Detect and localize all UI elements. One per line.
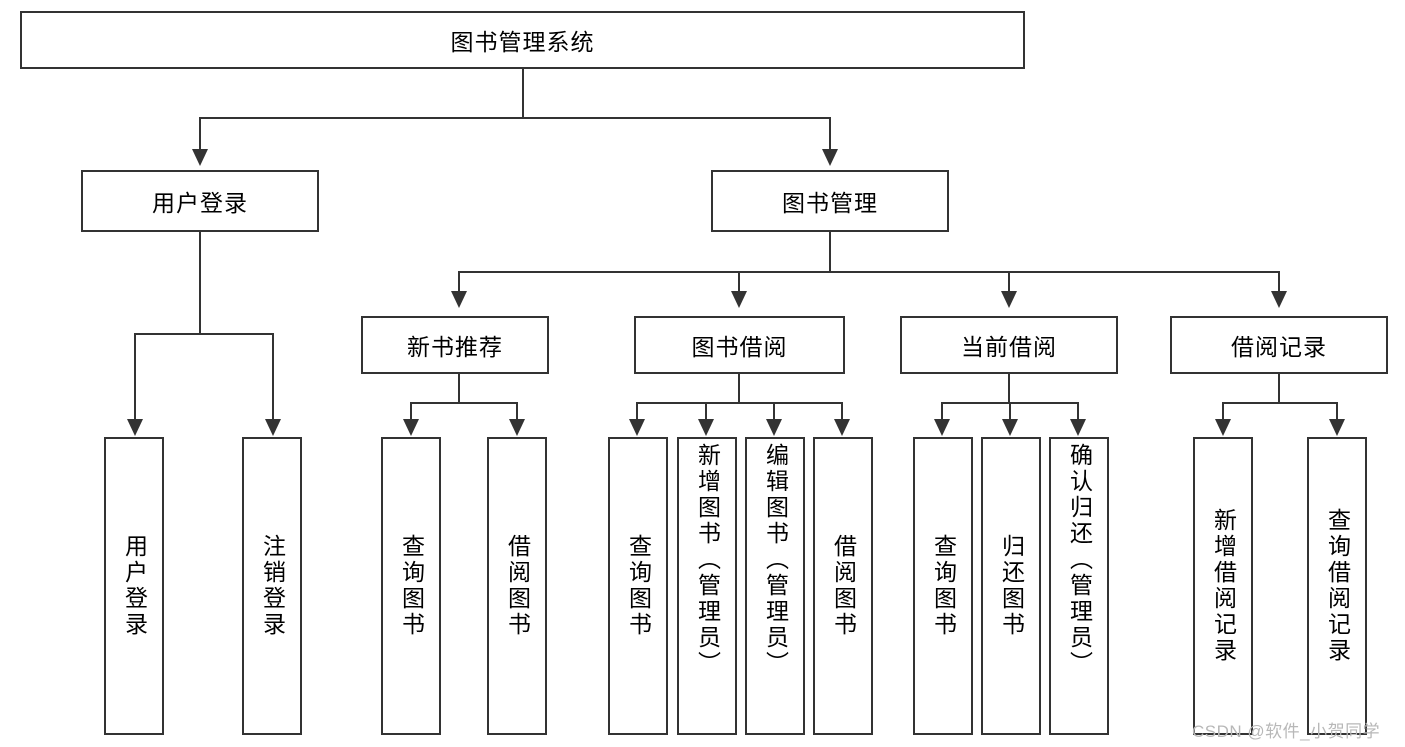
node-label: 用户登录 xyxy=(152,190,248,216)
edge-bb-drop-2 xyxy=(705,402,707,419)
leaf-bb-borrow-book[interactable]: 借阅图书 xyxy=(813,437,873,735)
arrow-cb-leaf-2 xyxy=(1002,419,1018,436)
arrow-to-new-book-recommend xyxy=(451,291,467,308)
arrow-bb-leaf-4 xyxy=(834,419,850,436)
arrow-bb-leaf-1 xyxy=(629,419,645,436)
edge-nbr-bus xyxy=(410,402,516,404)
node-current-borrow[interactable]: 当前借阅 xyxy=(900,316,1118,374)
arrow-br-leaf-1 xyxy=(1215,419,1231,436)
edge-bb-bus xyxy=(636,402,842,404)
arrow-to-book-management xyxy=(822,149,838,166)
leaf-bb-add-book-admin[interactable]: 新增图书（管理员） xyxy=(677,437,737,735)
arrow-bb-leaf-3 xyxy=(766,419,782,436)
edge-bm-drop-2 xyxy=(738,271,740,291)
node-root-book-management-system[interactable]: 图书管理系统 xyxy=(20,11,1025,69)
arrow-to-current-borrow xyxy=(1001,291,1017,308)
edge-root-to-book-management xyxy=(829,117,831,149)
arrow-cb-leaf-1 xyxy=(934,419,950,436)
edge-bb-stem xyxy=(738,374,740,403)
leaf-bb-query-book[interactable]: 查询图书 xyxy=(608,437,668,735)
edge-bm-drop-1 xyxy=(458,271,460,291)
edge-bm-drop-3 xyxy=(1008,271,1010,291)
leaf-cb-confirm-return-admin[interactable]: 确认归还（管理员） xyxy=(1049,437,1109,735)
edge-br-stem xyxy=(1278,374,1280,403)
leaf-br-add-record[interactable]: 新增借阅记录 xyxy=(1193,437,1253,735)
edge-root-to-user-login xyxy=(199,117,201,149)
arrow-nbr-leaf-1 xyxy=(403,419,419,436)
node-user-login[interactable]: 用户登录 xyxy=(81,170,319,232)
node-label: 当前借阅 xyxy=(961,334,1057,360)
arrow-to-book-borrow xyxy=(731,291,747,308)
node-label: 图书借阅 xyxy=(691,334,788,360)
edge-user-login-drop-2 xyxy=(272,333,274,419)
edge-bb-drop-4 xyxy=(841,402,843,419)
leaf-user-login-login[interactable]: 用户登录 xyxy=(104,437,164,735)
node-label: 查询借阅记录 xyxy=(1324,508,1351,664)
node-label: 借阅记录 xyxy=(1231,334,1327,360)
node-label: 新增借阅记录 xyxy=(1210,508,1237,664)
arrow-cb-leaf-3 xyxy=(1070,419,1086,436)
arrow-user-login-leaf-2 xyxy=(265,419,281,436)
edge-book-management-bus xyxy=(458,271,1280,273)
csdn-watermark: CSDN @软件_小贺同学 xyxy=(1192,722,1381,741)
node-label: 借阅图书 xyxy=(830,534,857,638)
node-label: 查询图书 xyxy=(930,534,957,638)
leaf-nbr-query-book[interactable]: 查询图书 xyxy=(381,437,441,735)
edge-user-login-drop-1 xyxy=(134,333,136,419)
leaf-cb-query-book[interactable]: 查询图书 xyxy=(913,437,973,735)
edge-cb-drop-2 xyxy=(1009,402,1011,419)
node-label: 查询图书 xyxy=(398,534,425,638)
node-label: 编辑图书（管理员） xyxy=(762,443,789,677)
node-label: 注销登录 xyxy=(259,534,286,638)
node-label: 用户登录 xyxy=(121,534,148,638)
edge-nbr-drop-1 xyxy=(410,402,412,419)
arrow-user-login-leaf-1 xyxy=(127,419,143,436)
edge-bm-drop-4 xyxy=(1278,271,1280,291)
node-label: 借阅图书 xyxy=(504,534,531,638)
node-label: 新增图书（管理员） xyxy=(694,443,721,677)
edge-root-bus xyxy=(199,117,831,119)
node-label: 图书管理 xyxy=(782,190,878,216)
leaf-user-login-logout[interactable]: 注销登录 xyxy=(242,437,302,735)
edge-bb-drop-3 xyxy=(773,402,775,419)
arrow-bb-leaf-2 xyxy=(698,419,714,436)
edge-nbr-stem xyxy=(458,374,460,403)
leaf-br-query-record[interactable]: 查询借阅记录 xyxy=(1307,437,1367,735)
leaf-cb-return-book[interactable]: 归还图书 xyxy=(981,437,1041,735)
node-new-book-recommend[interactable]: 新书推荐 xyxy=(361,316,549,374)
arrow-nbr-leaf-2 xyxy=(509,419,525,436)
node-label: 归还图书 xyxy=(998,534,1025,638)
edge-root-stem xyxy=(522,69,524,118)
leaf-nbr-borrow-book[interactable]: 借阅图书 xyxy=(487,437,547,735)
node-label: 查询图书 xyxy=(625,534,652,638)
edge-br-bus xyxy=(1222,402,1336,404)
arrow-br-leaf-2 xyxy=(1329,419,1345,436)
node-book-borrow[interactable]: 图书借阅 xyxy=(634,316,845,374)
edge-cb-drop-1 xyxy=(941,402,943,419)
edge-br-drop-1 xyxy=(1222,402,1224,419)
edge-user-login-bus xyxy=(134,333,273,335)
edge-br-drop-2 xyxy=(1336,402,1338,419)
leaf-bb-edit-book-admin[interactable]: 编辑图书（管理员） xyxy=(745,437,805,735)
edge-nbr-drop-2 xyxy=(516,402,518,419)
edge-cb-drop-3 xyxy=(1077,402,1079,419)
node-book-management[interactable]: 图书管理 xyxy=(711,170,949,232)
arrow-to-borrow-record xyxy=(1271,291,1287,308)
node-label: 新书推荐 xyxy=(407,334,503,360)
edge-user-login-stem xyxy=(199,232,201,334)
node-label: 图书管理系统 xyxy=(450,29,595,55)
node-label: 确认归还（管理员） xyxy=(1066,443,1093,677)
node-borrow-record[interactable]: 借阅记录 xyxy=(1170,316,1388,374)
edge-cb-stem xyxy=(1008,374,1010,403)
edge-bb-drop-1 xyxy=(636,402,638,419)
edge-book-management-stem xyxy=(829,232,831,273)
arrow-to-user-login xyxy=(192,149,208,166)
